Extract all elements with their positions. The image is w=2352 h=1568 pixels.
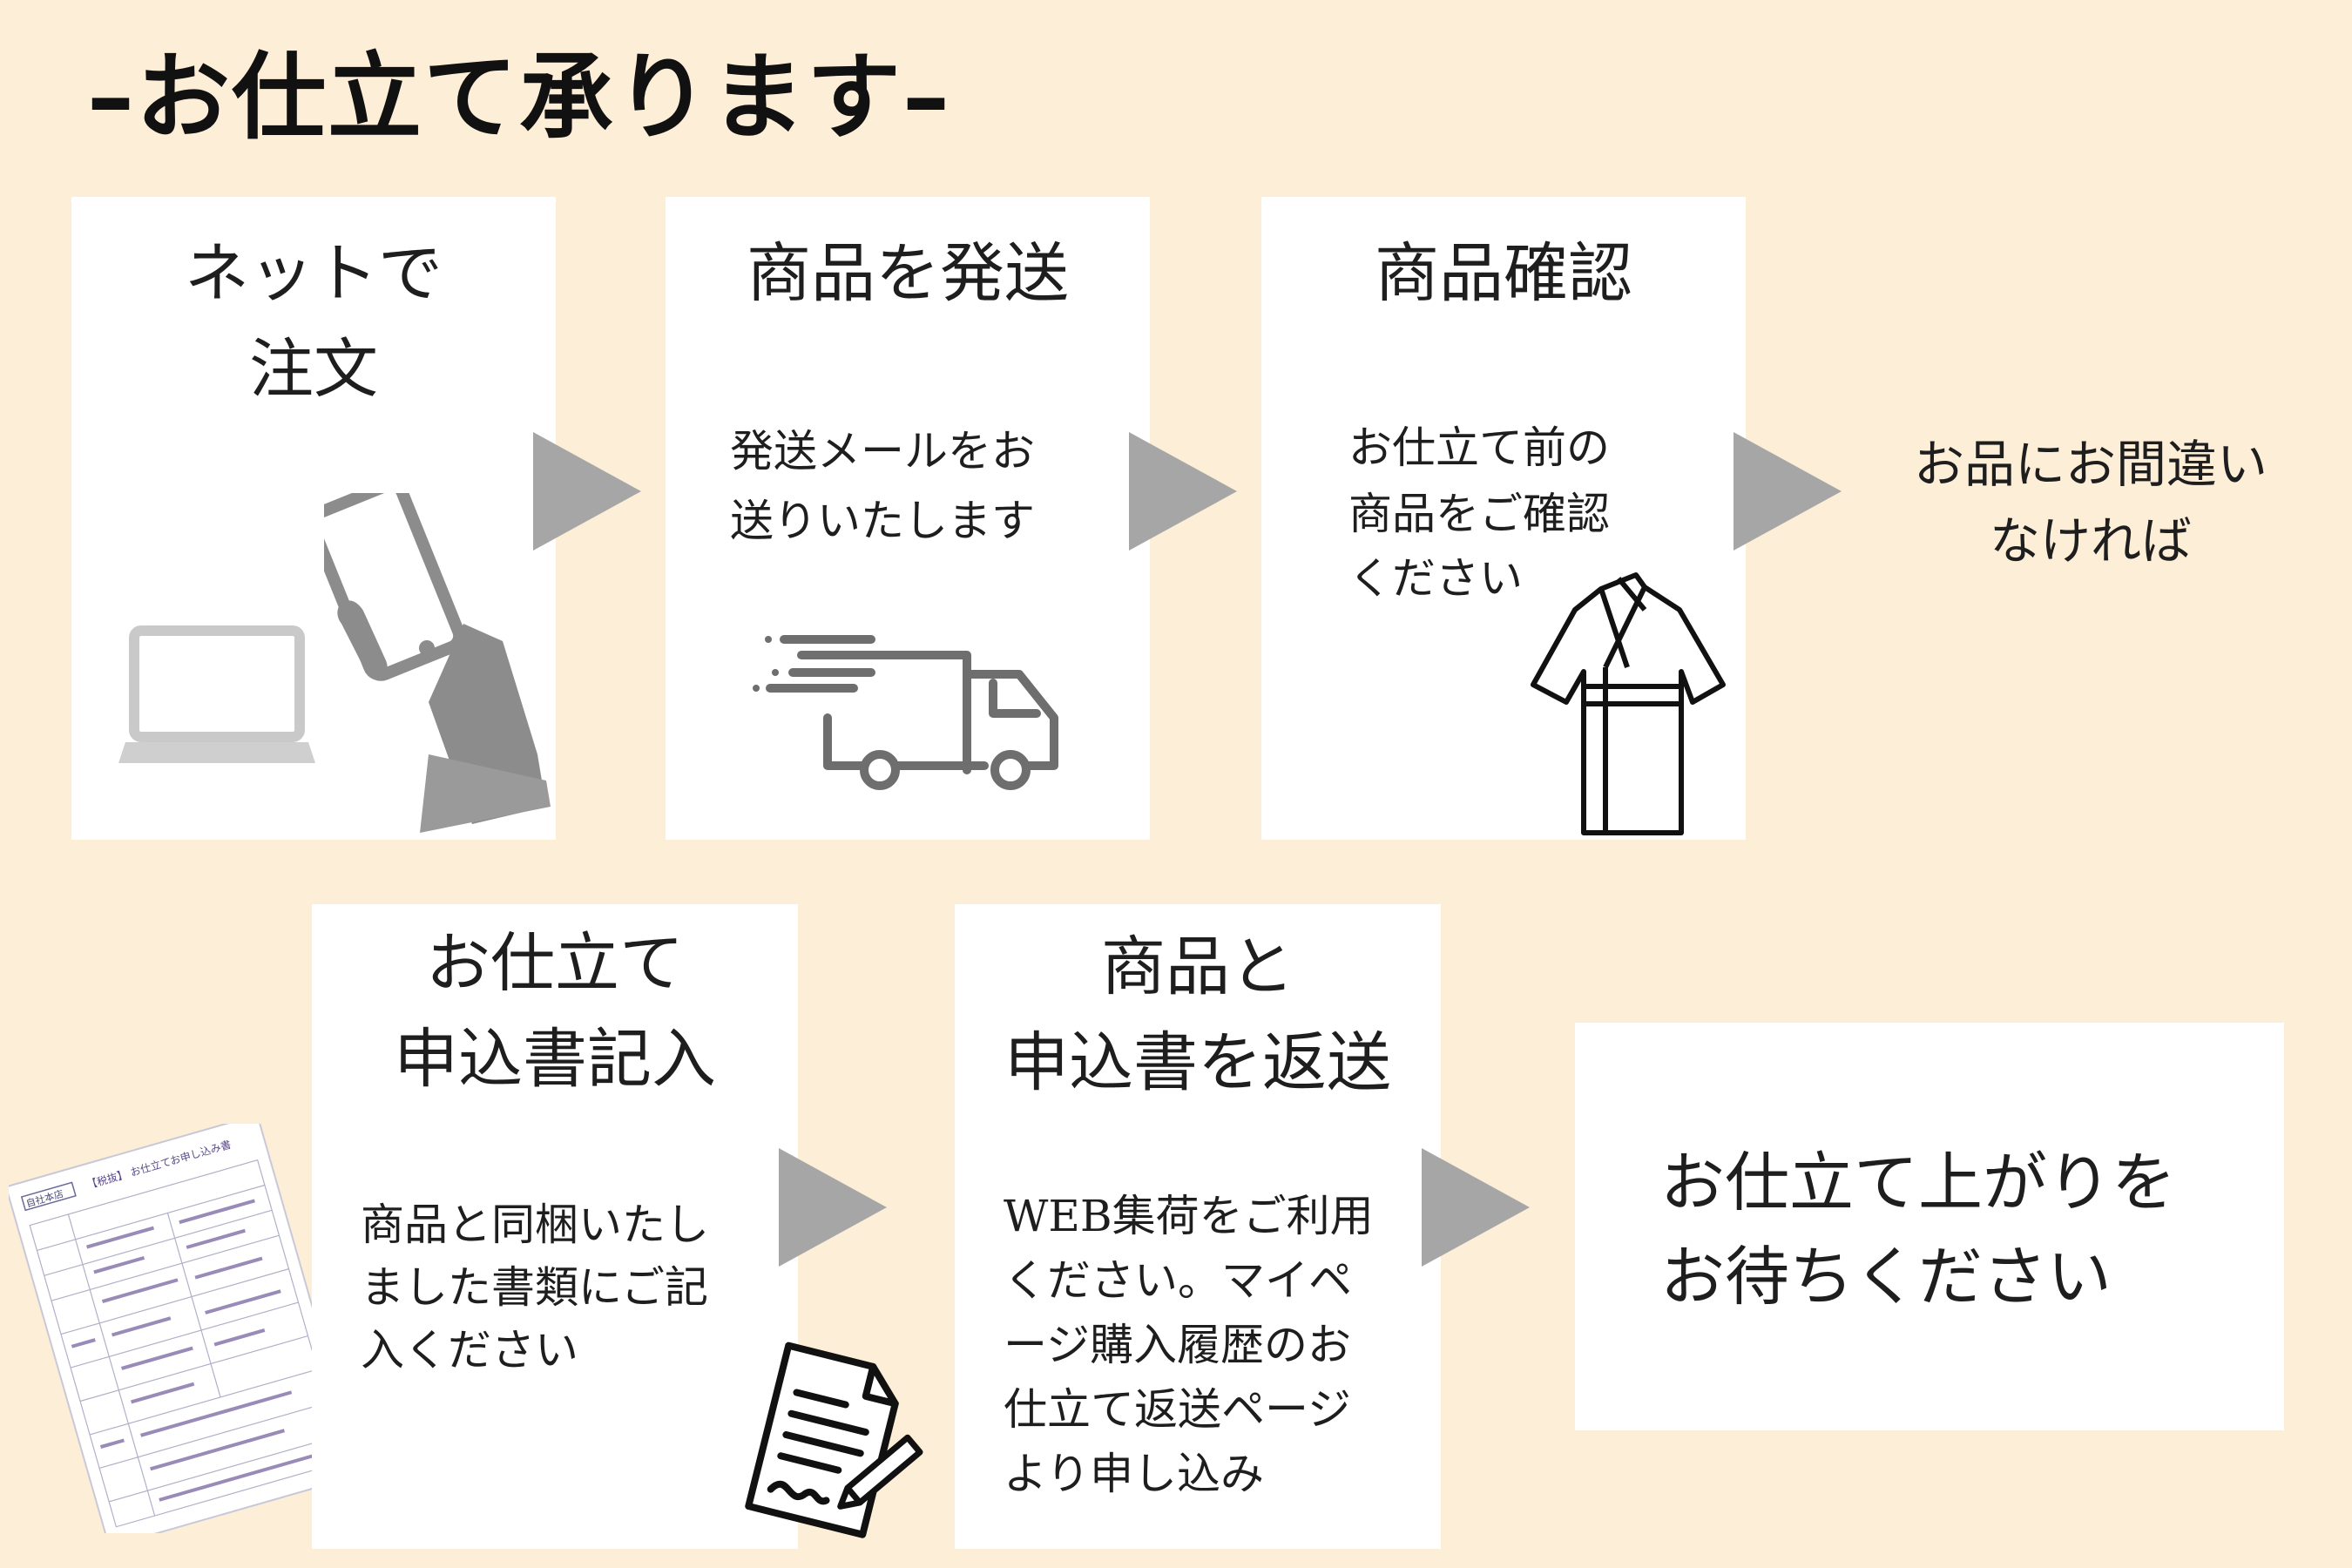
step-text-line4: 仕立て返送ページ [1004,1384,1351,1435]
step-text-line5: より申し込み [1004,1449,1264,1499]
flow-arrow [779,1148,887,1267]
step-title-line1: ネットで [185,236,443,311]
document-sign-icon [745,1342,923,1538]
step-text-line3: ージ購入履歴のお [1004,1320,1351,1370]
step-card-order-online: ネットで 注文 [71,197,556,840]
step-title-line2: 申込書を返送 [1004,1025,1391,1100]
flow-arrow [1422,1148,1530,1267]
step-card-wait-finish: お仕立て上がりを お待ちください [1575,1023,2284,1430]
step-text-line2: ました書類にご記 [361,1262,708,1313]
flow-arrow [1734,432,1842,551]
page-title: –お仕立て承ります– [87,44,952,152]
step-text-line3: ください [1348,553,1523,604]
kimono-icon [1531,572,1726,835]
step-text-line3: 入ください [361,1325,578,1375]
step-text-line1: お仕立て前の [1348,422,1610,473]
step-card-check-item: 商品確認 お仕立て前の 商品をご確認 ください [1261,197,1746,840]
delivery-truck-icon [753,635,1058,790]
step-text-line1: 発送メールをお [730,426,1035,476]
step-card-fill-application: お仕立て 申込書記入 商品と同梱いたし ました書類にご記 入ください [312,904,798,1549]
step-text-line1: お仕立て上がりを [1660,1146,2176,1220]
step-title: 商品確認 [1375,236,1632,311]
step-card-ship-item: 商品を発送 発送メールをお 送りいたします [666,197,1150,840]
step-title: 商品を発送 [747,236,1069,311]
step-title-line1: 商品と [1101,929,1294,1004]
smartphone-hand-icon [324,493,551,833]
laptop-icon [118,625,315,763]
no-issue-text-line2: なければ [1989,511,2192,571]
flow-arrow [533,432,641,551]
step-text-line2: 送りいたします [730,496,1035,546]
step-title-line2: 注文 [249,332,378,407]
step-text-line1: WEB集荷をご利用 [1004,1191,1374,1241]
step-title-line1: お仕立て [426,926,684,1001]
step-card-return-item: 商品と 申込書を返送 WEB集荷をご利用 ください。マイペ ージ購入履歴のお 仕… [955,904,1441,1549]
no-issue-text-line1: お品にお間違い [1913,435,2268,494]
step-title-line2: 申込書記入 [394,1022,716,1097]
application-form-image: 自社本店 【税抜】 お仕立てお申し込み書 [9,1124,362,1533]
step-text-line2: 商品をご確認 [1348,489,1610,539]
step-text-line2: ください。マイペ [1004,1255,1352,1306]
step-text-line2: お待ちください [1660,1240,2112,1315]
step-text-line1: 商品と同梱いたし [361,1200,709,1250]
flow-arrow [1129,432,1237,551]
